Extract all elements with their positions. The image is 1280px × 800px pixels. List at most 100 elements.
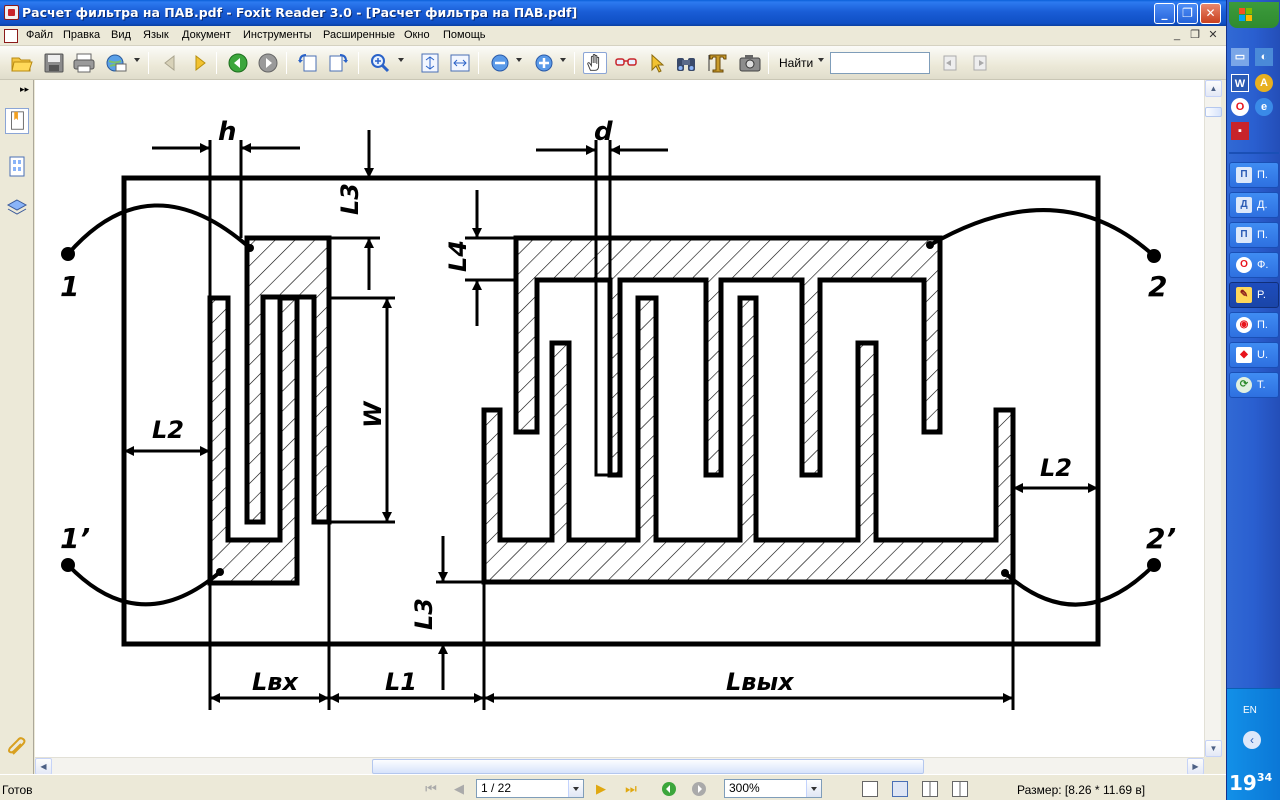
zoom-level-dropdown-icon[interactable] <box>806 780 821 797</box>
title-bar[interactable]: Расчет фильтра на ПАВ.pdf - Foxit Reader… <box>0 0 1226 26</box>
rotate-right-icon[interactable] <box>326 52 350 74</box>
windows-logo-icon <box>1239 8 1252 21</box>
taskbar-item[interactable]: ◉ П. <box>1229 312 1279 338</box>
minimize-button[interactable]: _ <box>1154 3 1175 24</box>
opera-icon[interactable]: O <box>1231 98 1249 116</box>
zoom-icon[interactable] <box>368 52 392 74</box>
horizontal-scrollbar[interactable]: ◀ ▶ <box>35 757 1204 775</box>
menu-window[interactable]: Окно <box>404 29 430 41</box>
scroll-up-icon[interactable]: ▲ <box>1205 80 1222 97</box>
internet-explorer-icon[interactable]: e <box>1255 98 1273 116</box>
document-view[interactable]: h d L3 L4 W L2 L2 L3 Lвх L1 Lвых 1 2 1’ … <box>35 80 1204 757</box>
open-folder-icon[interactable] <box>10 52 34 74</box>
status-next-page-icon[interactable]: ▶ <box>596 781 606 796</box>
tray-collapse-icon[interactable]: ‹ <box>1243 731 1261 749</box>
find-binoculars-icon[interactable] <box>674 52 698 74</box>
single-page-view-icon[interactable] <box>862 781 878 797</box>
first-page-icon[interactable]: ⏮ <box>425 781 437 796</box>
menu-edit[interactable]: Правка <box>63 29 101 41</box>
show-desktop-icon[interactable]: ▭ <box>1231 48 1249 66</box>
hand-tool-icon[interactable] <box>583 52 607 74</box>
start-button[interactable] <box>1229 2 1279 28</box>
app-a-icon[interactable]: A <box>1255 74 1273 92</box>
zoom-dropdown-icon[interactable] <box>398 58 404 62</box>
page-thumbnails-icon[interactable] <box>5 154 29 180</box>
label-h: h <box>218 117 237 147</box>
continuous-facing-view-icon[interactable] <box>952 781 968 797</box>
mdi-restore-button[interactable]: ❐ <box>1190 29 1200 41</box>
vertical-scroll-thumb[interactable] <box>1205 107 1222 117</box>
taskbar-item[interactable]: П П. <box>1229 222 1279 248</box>
menu-tools[interactable]: Инструменты <box>243 29 312 41</box>
menu-view[interactable]: Вид <box>111 29 131 41</box>
select-arrow-icon[interactable] <box>644 52 668 74</box>
horizontal-scroll-thumb[interactable] <box>372 759 924 774</box>
taskbar-item[interactable]: Д Д. <box>1229 192 1279 218</box>
email-dropdown-icon[interactable] <box>134 58 140 62</box>
save-icon[interactable] <box>42 52 66 74</box>
document-icon[interactable] <box>4 29 18 43</box>
attachments-icon[interactable] <box>5 734 29 760</box>
clock-hour: 19 <box>1229 771 1257 795</box>
back-icon[interactable] <box>226 52 250 74</box>
bookmarks-icon[interactable] <box>5 108 29 134</box>
fit-width-icon[interactable] <box>448 52 472 74</box>
status-forward-icon[interactable] <box>690 780 708 798</box>
scroll-down-icon[interactable]: ▼ <box>1205 740 1222 757</box>
foxit-app-icon[interactable] <box>4 5 19 20</box>
zoom-level-field[interactable]: 300% <box>724 779 822 798</box>
panel-expand-icon[interactable]: ▸▸ <box>20 84 30 94</box>
status-text: Готов <box>2 783 33 797</box>
zoom-in-icon[interactable] <box>532 52 556 74</box>
save-disk-icon[interactable]: ▪ <box>1231 122 1249 140</box>
text-select-glasses-icon[interactable] <box>614 52 638 74</box>
menu-language[interactable]: Язык <box>143 29 169 41</box>
close-button[interactable]: ✕ <box>1200 3 1221 24</box>
menu-file[interactable]: Файл <box>26 29 54 41</box>
scroll-right-icon[interactable]: ▶ <box>1187 758 1204 775</box>
status-prev-page-icon[interactable]: ◀ <box>454 781 464 796</box>
continuous-view-icon[interactable] <box>892 781 908 797</box>
next-page-icon[interactable] <box>188 52 212 74</box>
zoom-out-icon[interactable] <box>488 52 512 74</box>
zoom-out-dropdown-icon[interactable] <box>516 58 522 62</box>
taskbar-item-label: Д. <box>1257 199 1268 211</box>
typewriter-icon[interactable] <box>706 52 730 74</box>
prev-page-icon[interactable] <box>158 52 182 74</box>
label-l-out: Lвых <box>726 668 795 696</box>
last-page-icon[interactable]: ⏭ <box>625 781 637 796</box>
page-number-field[interactable]: 1 / 22 <box>476 779 584 798</box>
mdi-minimize-button[interactable]: _ <box>1173 29 1181 41</box>
taskbar-item[interactable]: ◆ U. <box>1229 342 1279 368</box>
snapshot-camera-icon[interactable] <box>738 52 762 74</box>
rotate-left-icon[interactable] <box>296 52 320 74</box>
taskbar-item[interactable]: O Ф. <box>1229 252 1279 278</box>
language-indicator[interactable]: EN <box>1243 705 1257 716</box>
email-globe-icon[interactable] <box>104 52 128 74</box>
taskbar-item-active[interactable]: ✎ P. <box>1229 282 1279 308</box>
status-back-icon[interactable] <box>660 780 678 798</box>
fit-page-icon[interactable] <box>418 52 442 74</box>
find-options-dropdown-icon[interactable] <box>818 58 824 62</box>
facing-view-icon[interactable] <box>922 781 938 797</box>
word-icon[interactable]: W <box>1231 74 1249 92</box>
layers-icon[interactable] <box>5 196 29 222</box>
scroll-left-icon[interactable]: ◀ <box>35 758 52 775</box>
maximize-button[interactable]: ❐ <box>1177 3 1198 24</box>
zoom-in-dropdown-icon[interactable] <box>560 58 566 62</box>
print-icon[interactable] <box>72 52 96 74</box>
mdi-close-button[interactable]: ✕ <box>1208 29 1218 41</box>
page-dropdown-icon[interactable] <box>568 780 583 797</box>
find-next-icon[interactable] <box>968 52 992 74</box>
vertical-scrollbar[interactable]: ▲ ▼ <box>1204 80 1222 757</box>
forward-icon[interactable] <box>256 52 280 74</box>
find-previous-icon[interactable] <box>938 52 962 74</box>
menu-help[interactable]: Помощь <box>443 29 486 41</box>
menu-advanced[interactable]: Расширенные <box>323 29 395 41</box>
find-input[interactable] <box>830 52 930 74</box>
clock[interactable]: 1934 <box>1229 771 1272 795</box>
quicklaunch-media-icon[interactable]: ◐ <box>1255 48 1273 66</box>
taskbar-item[interactable]: П П. <box>1229 162 1279 188</box>
menu-document[interactable]: Документ <box>182 29 231 41</box>
taskbar-item[interactable]: ⟳ T. <box>1229 372 1279 398</box>
